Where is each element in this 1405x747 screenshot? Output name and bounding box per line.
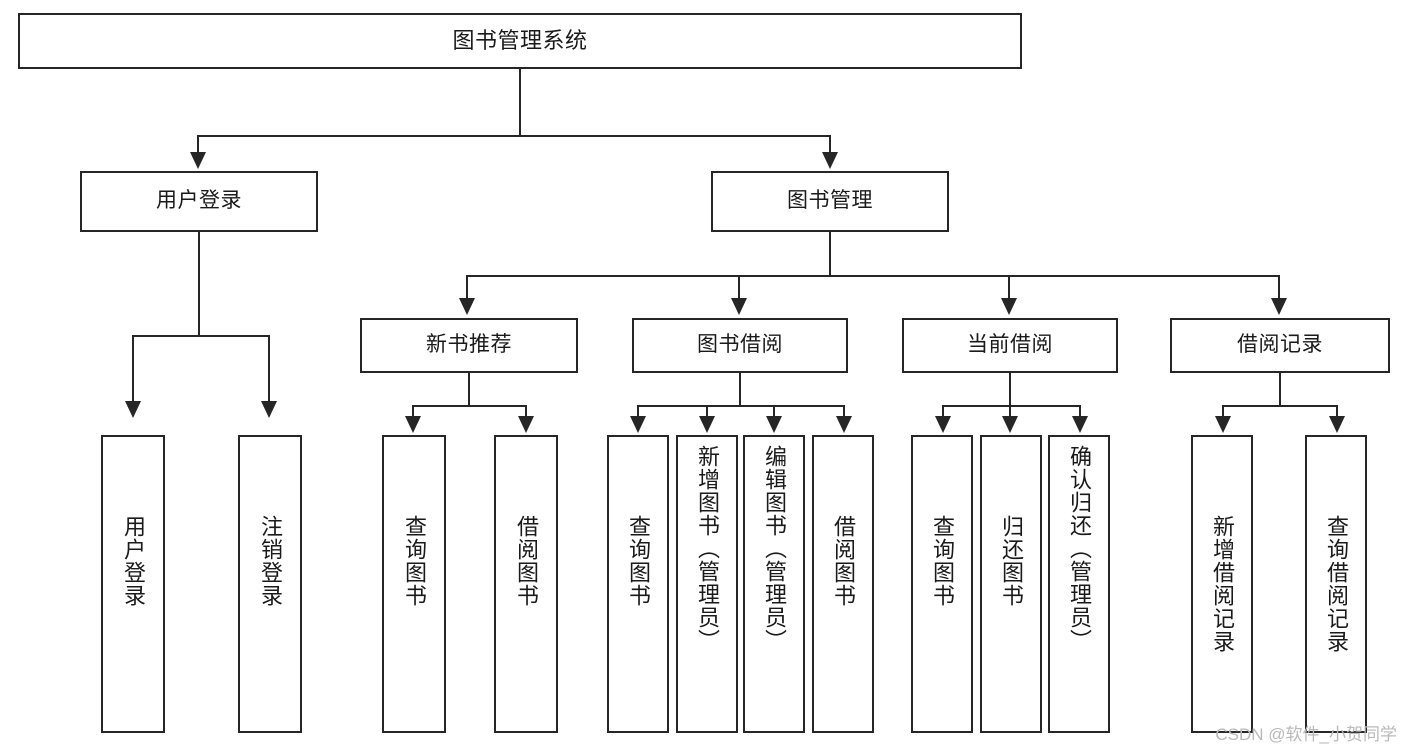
connector-book-borrow-stem [739,373,741,406]
connector-new-book-drop-1 [412,405,414,419]
leaf-book-borrow-query-label: 查询图书 [625,515,651,607]
connector-book-borrow-drop-3 [773,405,775,419]
connector-borrow-record-drop-2 [1336,405,1338,419]
leaf-current-borrow-return[interactable]: 归还图书 [980,435,1042,733]
arrowhead-leaf-book-borrow-3 [766,416,782,433]
arrowhead-leaf-current-borrow-3 [1072,416,1088,433]
leaf-current-borrow-return-label: 归还图书 [998,515,1024,607]
connector-root-bar [197,135,831,137]
connector-current-borrow-drop-2 [1009,405,1011,419]
leaf-user-login-logout-label: 注销登录 [257,515,283,607]
connector-new-book-drop-2 [525,405,527,419]
connector-book-mgmt-drop-3 [1008,275,1010,300]
connector-new-book-stem [468,373,470,406]
leaf-new-book-borrow[interactable]: 借阅图书 [494,435,558,733]
connector-book-mgmt-drop-1 [466,275,468,300]
arrowhead-book-mgmt [822,152,838,169]
arrowhead-leaf-borrow-record-1 [1215,416,1231,433]
leaf-current-borrow-confirm-label: 确认归还（管理员） [1066,445,1092,652]
leaf-book-borrow-add[interactable]: 新增图书（管理员） [676,435,738,733]
connector-book-borrow-drop-2 [706,405,708,419]
leaf-new-book-borrow-label: 借阅图书 [513,515,539,607]
connector-root-to-user-login [197,135,199,154]
leaf-borrow-record-add-label: 新增借阅记录 [1209,515,1235,653]
connector-new-book-bar [412,405,527,407]
arrowhead-leaf-new-book-2 [518,416,534,433]
node-book-borrow[interactable]: 图书借阅 [632,318,848,373]
arrowhead-current-borrow [1001,298,1017,315]
arrowhead-leaf-new-book-1 [405,416,421,433]
arrowhead-new-book [459,298,475,315]
connector-book-borrow-bar [637,405,845,407]
leaf-borrow-record-query[interactable]: 查询借阅记录 [1305,435,1367,733]
connector-borrow-record-drop-1 [1222,405,1224,419]
connector-current-borrow-stem [1009,373,1011,406]
connector-book-mgmt-drop-4 [1278,275,1280,300]
node-book-management-label: 图书管理 [787,189,873,213]
node-borrow-record[interactable]: 借阅记录 [1170,318,1390,373]
leaf-borrow-record-add[interactable]: 新增借阅记录 [1191,435,1253,733]
connector-book-borrow-drop-4 [843,405,845,419]
arrowhead-leaf-user-login-2 [261,401,277,418]
arrowhead-leaf-book-borrow-2 [699,416,715,433]
connector-borrow-record-stem [1279,373,1281,406]
node-current-borrow[interactable]: 当前借阅 [902,318,1118,373]
leaf-book-borrow-borrow[interactable]: 借阅图书 [812,435,874,733]
connector-book-borrow-drop-1 [637,405,639,419]
arrowhead-user-login [190,152,206,169]
arrowhead-leaf-book-borrow-4 [836,416,852,433]
connector-book-mgmt-stem [829,232,831,276]
node-root[interactable]: 图书管理系统 [18,13,1022,69]
arrowhead-leaf-borrow-record-2 [1329,416,1345,433]
node-new-book-recommend[interactable]: 新书推荐 [360,318,578,373]
arrowhead-leaf-current-borrow-1 [935,416,951,433]
arrowhead-leaf-book-borrow-1 [630,416,646,433]
node-current-borrow-label: 当前借阅 [967,333,1053,357]
leaf-book-borrow-query[interactable]: 查询图书 [607,435,669,733]
node-new-book-recommend-label: 新书推荐 [426,333,512,357]
watermark: CSDN @软件_小贺同学 [1215,725,1397,744]
connector-current-borrow-drop-3 [1079,405,1081,419]
connector-user-login-bar [132,335,269,337]
connector-user-login-drop-1 [132,335,134,403]
node-borrow-record-label: 借阅记录 [1237,333,1323,357]
leaf-book-borrow-edit-label: 编辑图书（管理员） [761,445,787,652]
node-book-borrow-label: 图书借阅 [697,333,783,357]
leaf-book-borrow-borrow-label: 借阅图书 [830,515,856,607]
connector-current-borrow-drop-1 [942,405,944,419]
connector-borrow-record-bar [1222,405,1338,407]
leaf-current-borrow-confirm[interactable]: 确认归还（管理员） [1048,435,1110,733]
leaf-new-book-query[interactable]: 查询图书 [382,435,446,733]
leaf-book-borrow-add-label: 新增图书（管理员） [694,445,720,652]
connector-root-to-book-mgmt [829,135,831,154]
node-book-management[interactable]: 图书管理 [711,171,949,232]
arrowhead-borrow-record [1271,298,1287,315]
connector-user-login-drop-2 [268,335,270,403]
connector-current-borrow-bar [942,405,1081,407]
leaf-new-book-query-label: 查询图书 [401,515,427,607]
leaf-user-login-logout[interactable]: 注销登录 [238,435,302,733]
arrowhead-leaf-current-borrow-2 [1002,416,1018,433]
arrowhead-book-borrow [731,298,747,315]
leaf-book-borrow-edit[interactable]: 编辑图书（管理员） [743,435,805,733]
node-root-label: 图书管理系统 [452,28,588,54]
leaf-user-login-login-label: 用户登录 [120,515,146,607]
connector-user-login-stem [198,232,200,336]
leaf-current-borrow-query-label: 查询图书 [929,515,955,607]
node-user-login[interactable]: 用户登录 [80,171,318,232]
node-user-login-label: 用户登录 [156,189,242,213]
connector-book-mgmt-drop-2 [738,275,740,300]
leaf-user-login-login[interactable]: 用户登录 [101,435,165,733]
arrowhead-leaf-user-login-1 [125,401,141,418]
connector-root-stem [519,69,521,136]
leaf-borrow-record-query-label: 查询借阅记录 [1323,515,1349,653]
connector-book-mgmt-bar [466,275,1280,277]
leaf-current-borrow-query[interactable]: 查询图书 [911,435,973,733]
